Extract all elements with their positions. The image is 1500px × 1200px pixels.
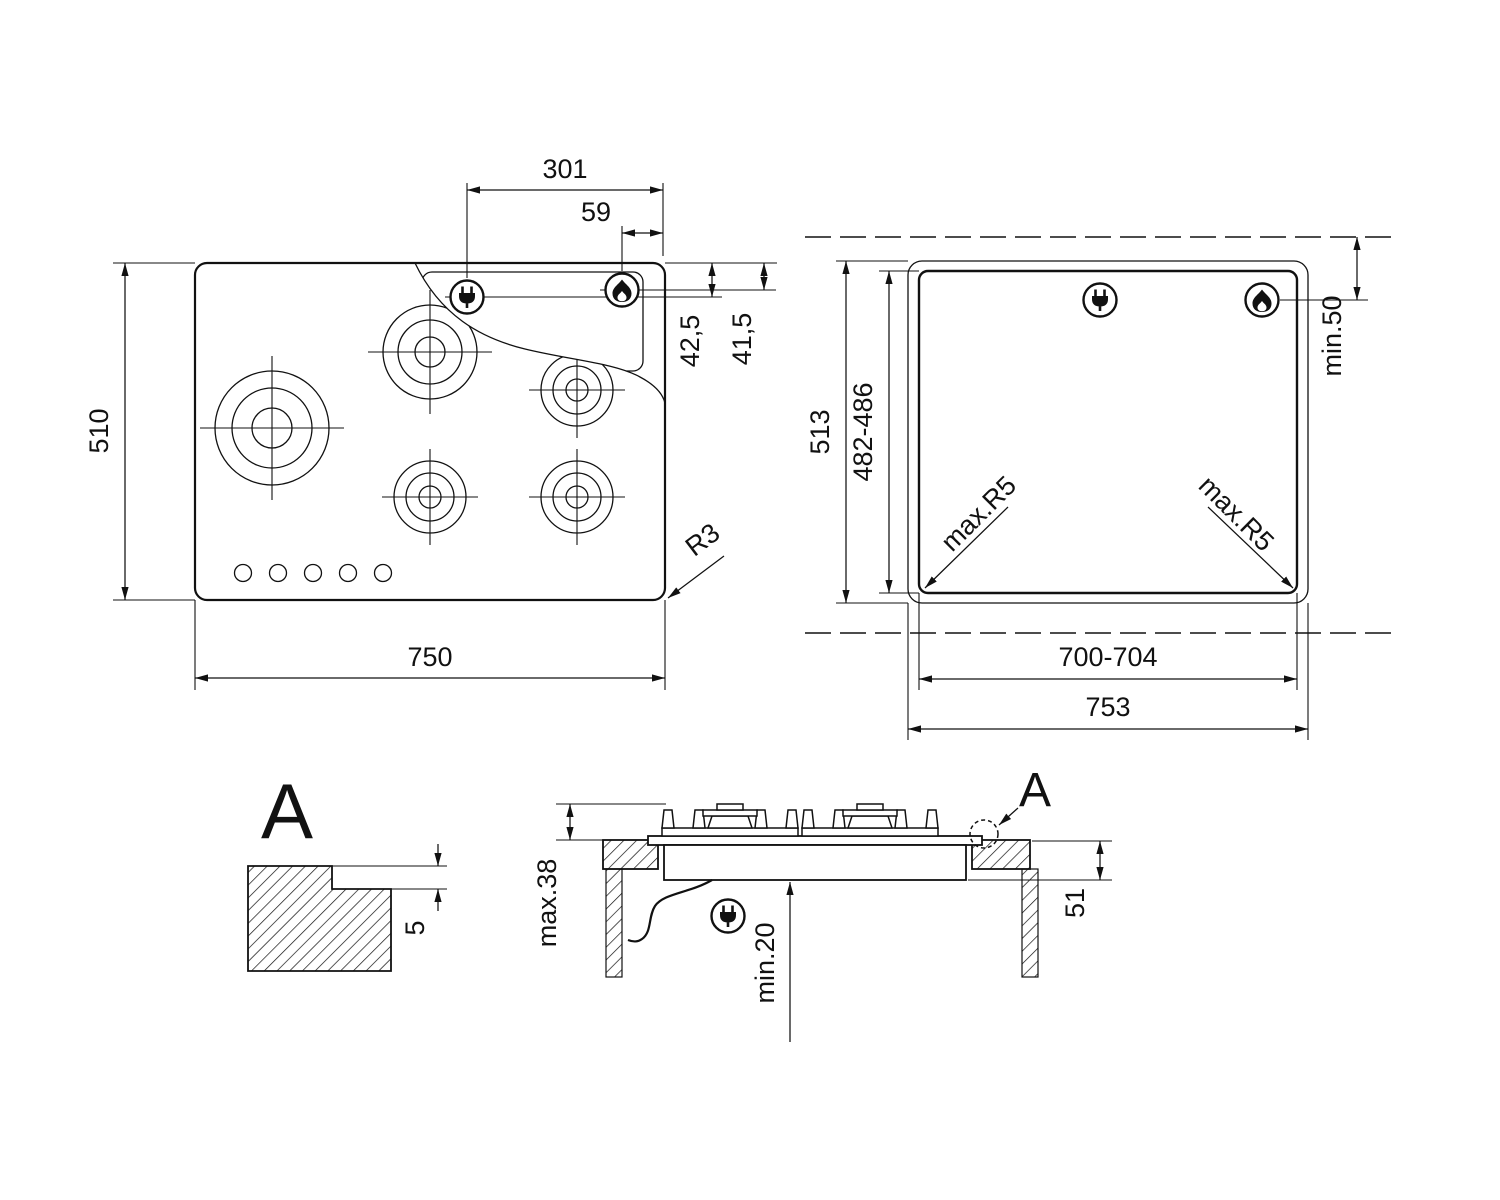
- detail-a-title: A: [261, 767, 313, 855]
- plug-icon: [1082, 282, 1118, 318]
- dim-700-704-label: 700-704: [1058, 642, 1157, 672]
- dim-753: 753: [907, 603, 1309, 740]
- dim-482-486-label: 482-486: [848, 382, 878, 481]
- dim-41-5: 41,5: [727, 263, 768, 366]
- dim-min20: min.20: [750, 882, 794, 1042]
- dim-5: 5: [332, 844, 447, 936]
- worktop-rebate-section: [247, 865, 392, 972]
- dim-753-label: 753: [1085, 692, 1130, 722]
- burner-top-center: [368, 290, 492, 414]
- burner-cap-right: [842, 809, 898, 817]
- dim-513-label: 513: [805, 409, 835, 454]
- dim-750-label: 750: [407, 642, 452, 672]
- dim-r3: R3: [667, 517, 726, 599]
- burner-body-left: [706, 815, 754, 829]
- flame-icon: [1244, 282, 1280, 318]
- dim-5-label: 5: [400, 920, 430, 935]
- dim-59-label: 59: [581, 197, 611, 227]
- control-knobs: [233, 563, 393, 583]
- dim-min50: min.50: [1280, 237, 1368, 377]
- dim-maxr5-right: max.R5: [1193, 470, 1294, 589]
- dim-59: 59: [581, 197, 663, 271]
- pan-support-left: [661, 803, 799, 837]
- dim-41-5-label: 41,5: [727, 313, 757, 366]
- hob-outline-overlay: [907, 260, 1309, 604]
- burner-bottom-center: [382, 449, 478, 545]
- dim-42-5: 42,5: [665, 262, 777, 368]
- cabinet-wall-left: [605, 868, 623, 978]
- detail-a-callout-label: A: [1019, 764, 1051, 817]
- dim-max38: max.38: [532, 803, 666, 948]
- cutout-view: 513 482-486 min.50 max.R5 max.R5 700-704: [805, 236, 1392, 740]
- dim-510: 510: [84, 262, 195, 601]
- section-view: max.38 min.20 51 A: [532, 764, 1112, 1042]
- burner-left-large: [200, 356, 344, 500]
- hob-glass: [647, 835, 983, 846]
- hob-outline: [193, 261, 667, 602]
- detail-a-callout: A: [969, 764, 1051, 849]
- detail-a-circle: [969, 819, 999, 849]
- flame-icon: [604, 272, 640, 308]
- dim-maxr5-left: max.R5: [924, 470, 1022, 589]
- pan-support-right: [801, 803, 939, 837]
- dim-maxr5-left-label: max.R5: [935, 470, 1022, 557]
- cutout-opening: [917, 269, 1299, 595]
- burner-bottom-right: [529, 449, 625, 545]
- plug-icon: [710, 898, 746, 934]
- hob-body: [663, 844, 967, 881]
- burner-cap-left: [702, 809, 758, 817]
- dim-max38-label: max.38: [532, 859, 562, 948]
- dim-51: 51: [968, 840, 1112, 918]
- dim-42-5-label: 42,5: [675, 315, 705, 368]
- power-cord: [627, 879, 713, 943]
- dim-700-704: 700-704: [918, 593, 1298, 690]
- worktop-section-left: [602, 839, 659, 870]
- detail-a-view: A 5: [247, 767, 447, 972]
- dim-301: 301: [466, 154, 664, 278]
- dim-maxr5-right-label: max.R5: [1193, 470, 1280, 557]
- dim-min20-label: min.20: [750, 922, 780, 1003]
- cabinet-wall-right: [1021, 868, 1039, 978]
- plan-view: 301 59 42,5 41,5 510 750: [84, 154, 777, 690]
- dim-51-label: 51: [1060, 888, 1090, 918]
- burner-body-right: [846, 815, 894, 829]
- dim-482-486: 482-486: [848, 270, 919, 594]
- dim-513: 513: [805, 260, 908, 604]
- dim-r3-label: R3: [680, 517, 726, 562]
- dim-510-label: 510: [84, 408, 114, 453]
- dim-301-label: 301: [542, 154, 587, 184]
- dim-min50-label: min.50: [1317, 295, 1347, 376]
- break-line: [414, 262, 666, 404]
- dim-750: 750: [194, 600, 666, 690]
- plug-icon: [449, 279, 485, 315]
- worktop-section-right: [971, 839, 1031, 870]
